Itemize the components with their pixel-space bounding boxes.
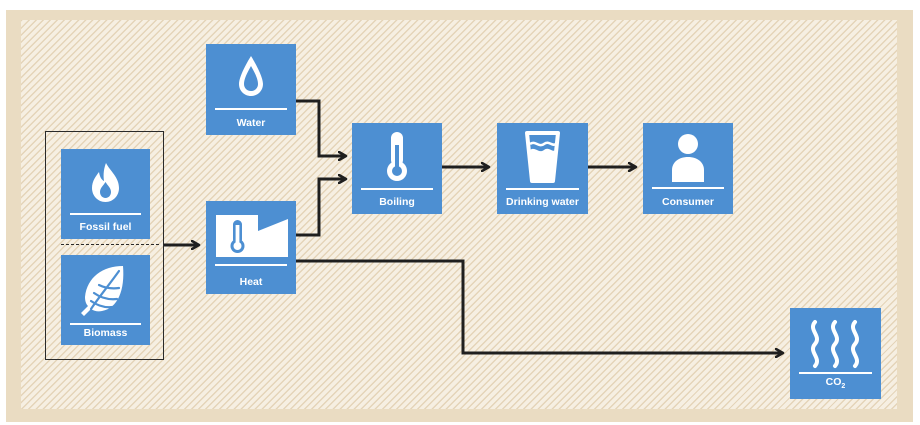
divider [652, 187, 724, 189]
arrow-heat-to-co2 [296, 259, 782, 353]
node-label: Heat [239, 276, 263, 288]
arrow-water-to-boiling [296, 99, 345, 156]
hatched-background [21, 20, 897, 409]
node-label: CO2 [790, 376, 881, 393]
thermometer-icon [387, 132, 407, 181]
fuel-group-divider [61, 244, 159, 245]
co2-subscript: 2 [841, 383, 846, 390]
person-icon [672, 134, 704, 182]
leaf-icon [81, 266, 124, 316]
fuel-group-outline [45, 131, 164, 360]
node-heat: Heat [206, 201, 296, 294]
node-label: Boiling [379, 196, 415, 208]
node-label: Biomass [83, 327, 128, 339]
co2-text: CO [825, 375, 842, 388]
divider [70, 213, 141, 215]
emissions-steam-icon [811, 320, 859, 368]
node-label: Fossil fuel [79, 221, 132, 233]
node-fossil-fuel: Fossil fuel [61, 149, 150, 239]
node-co2: CO2 [790, 308, 881, 399]
flame-icon [92, 163, 119, 202]
divider [70, 323, 141, 325]
arrow-heat-to-boiling [296, 179, 345, 237]
divider [506, 188, 579, 190]
divider [215, 264, 287, 266]
divider [215, 108, 287, 110]
node-drinking-water: Drinking water [497, 123, 588, 214]
node-biomass: Biomass [61, 255, 150, 345]
glass-of-water-icon [525, 131, 560, 183]
node-water: Water [206, 44, 296, 135]
node-consumer: Consumer [643, 123, 733, 214]
node-label: Consumer [662, 196, 714, 208]
node-label: Drinking water [506, 196, 579, 208]
water-drop-icon [239, 56, 263, 96]
divider [799, 372, 872, 374]
factory-thermometer-icon [216, 215, 288, 257]
node-label: Water [236, 117, 266, 129]
divider [361, 188, 433, 190]
node-boiling: Boiling [352, 123, 442, 214]
